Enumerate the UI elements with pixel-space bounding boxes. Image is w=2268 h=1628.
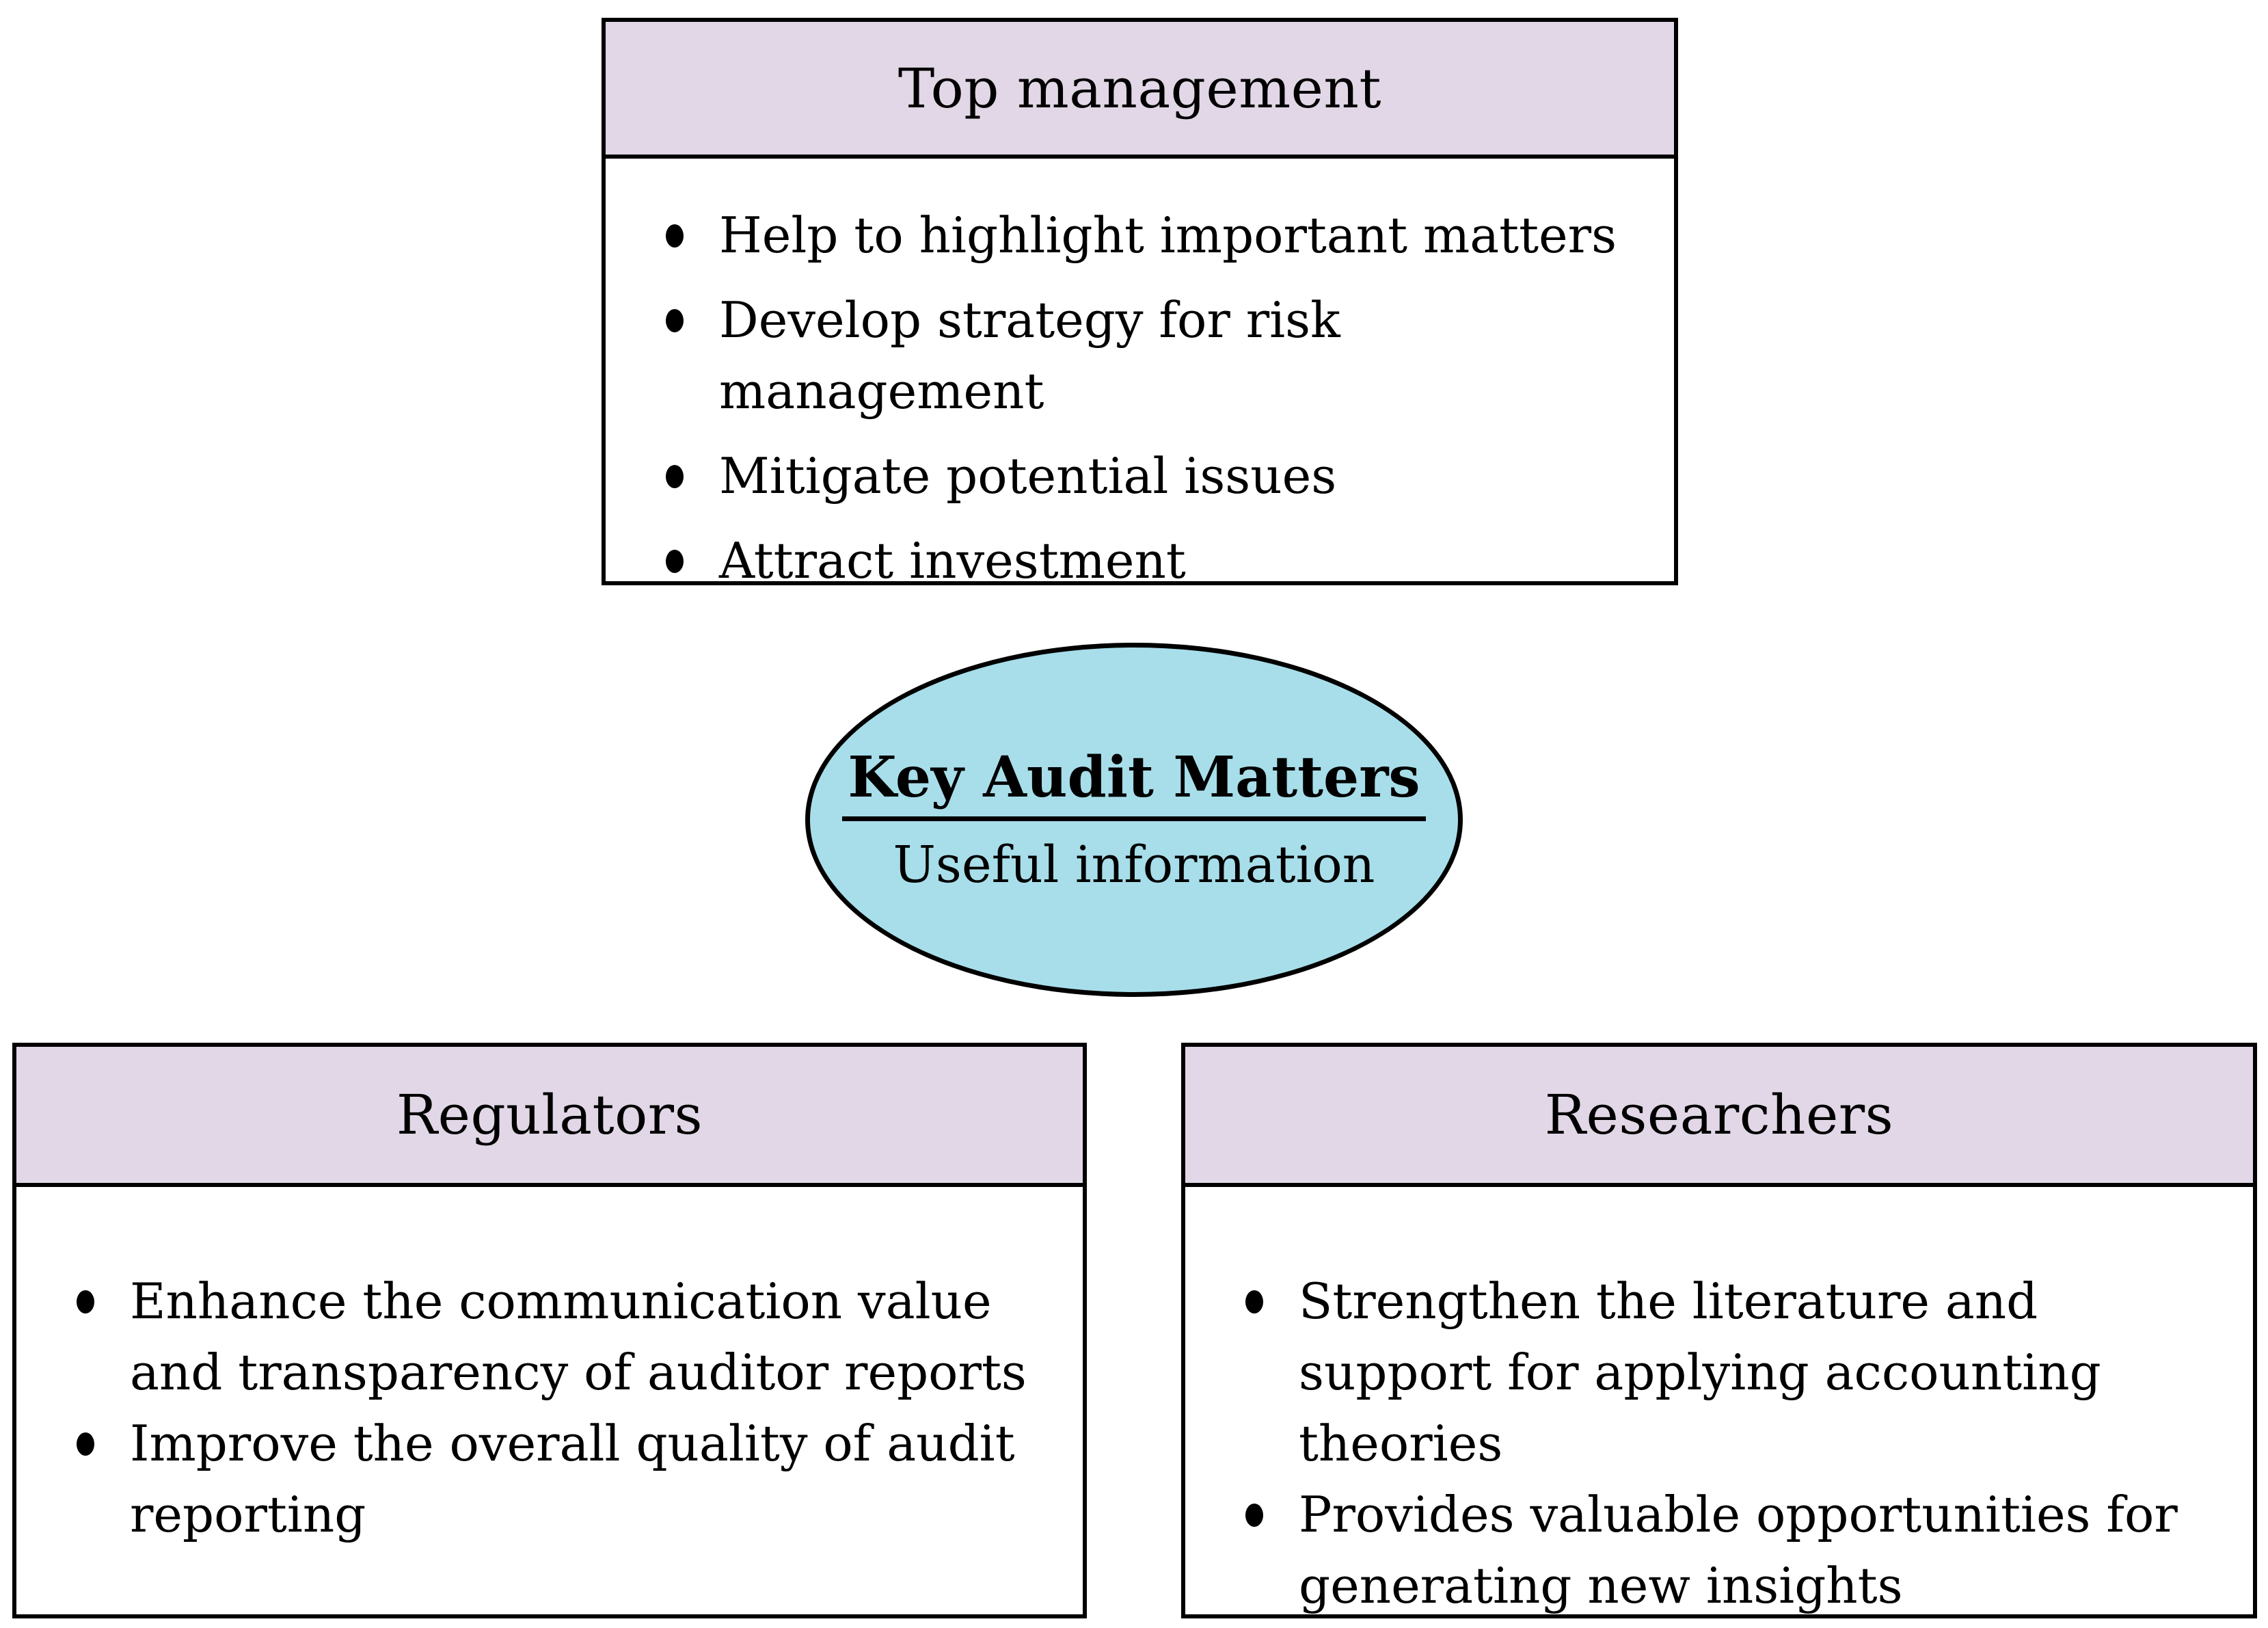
researchers-title: Researchers bbox=[1544, 1083, 1894, 1147]
regulators-body: Enhance the communication value and tran… bbox=[16, 1187, 1083, 1550]
bullet-item: Develop strategy for risk management bbox=[653, 284, 1633, 427]
researchers-bullet-list: Strengthen the literature and support fo… bbox=[1233, 1266, 2212, 1621]
top-management-body: Help to highlight important matters Deve… bbox=[606, 159, 1674, 596]
regulators-title: Regulators bbox=[396, 1083, 703, 1147]
top-management-header: Top management bbox=[606, 22, 1674, 159]
bullet-item: Provides valuable opportunities for gene… bbox=[1233, 1479, 2212, 1621]
bullet-item: Strengthen the literature and support fo… bbox=[1233, 1266, 2212, 1479]
top-management-box: Top management Help to highlight importa… bbox=[602, 18, 1678, 589]
bullet-item: Help to highlight important matters bbox=[653, 200, 1633, 271]
researchers-box: Researchers Strengthen the literature an… bbox=[1181, 1043, 2257, 1618]
key-audit-matters-ellipse: Key Audit Matters Useful information bbox=[805, 643, 1463, 997]
ellipse-title: Key Audit Matters bbox=[842, 748, 1426, 821]
ellipse-subtitle: Useful information bbox=[893, 835, 1375, 894]
top-management-bullet-list: Help to highlight important matters Deve… bbox=[653, 200, 1633, 596]
researchers-body: Strengthen the literature and support fo… bbox=[1185, 1187, 2253, 1621]
regulators-box: Regulators Enhance the communication val… bbox=[12, 1043, 1087, 1618]
bullet-item: Enhance the communication value and tran… bbox=[64, 1266, 1042, 1408]
bullet-item: Attract investment bbox=[653, 525, 1633, 596]
researchers-header: Researchers bbox=[1185, 1047, 2253, 1187]
top-management-title: Top management bbox=[897, 56, 1382, 120]
regulators-bullet-list: Enhance the communication value and tran… bbox=[64, 1266, 1042, 1550]
regulators-header: Regulators bbox=[16, 1047, 1083, 1187]
bullet-item: Mitigate potential issues bbox=[653, 440, 1633, 511]
bullet-item: Improve the overall quality of audit rep… bbox=[64, 1408, 1042, 1550]
